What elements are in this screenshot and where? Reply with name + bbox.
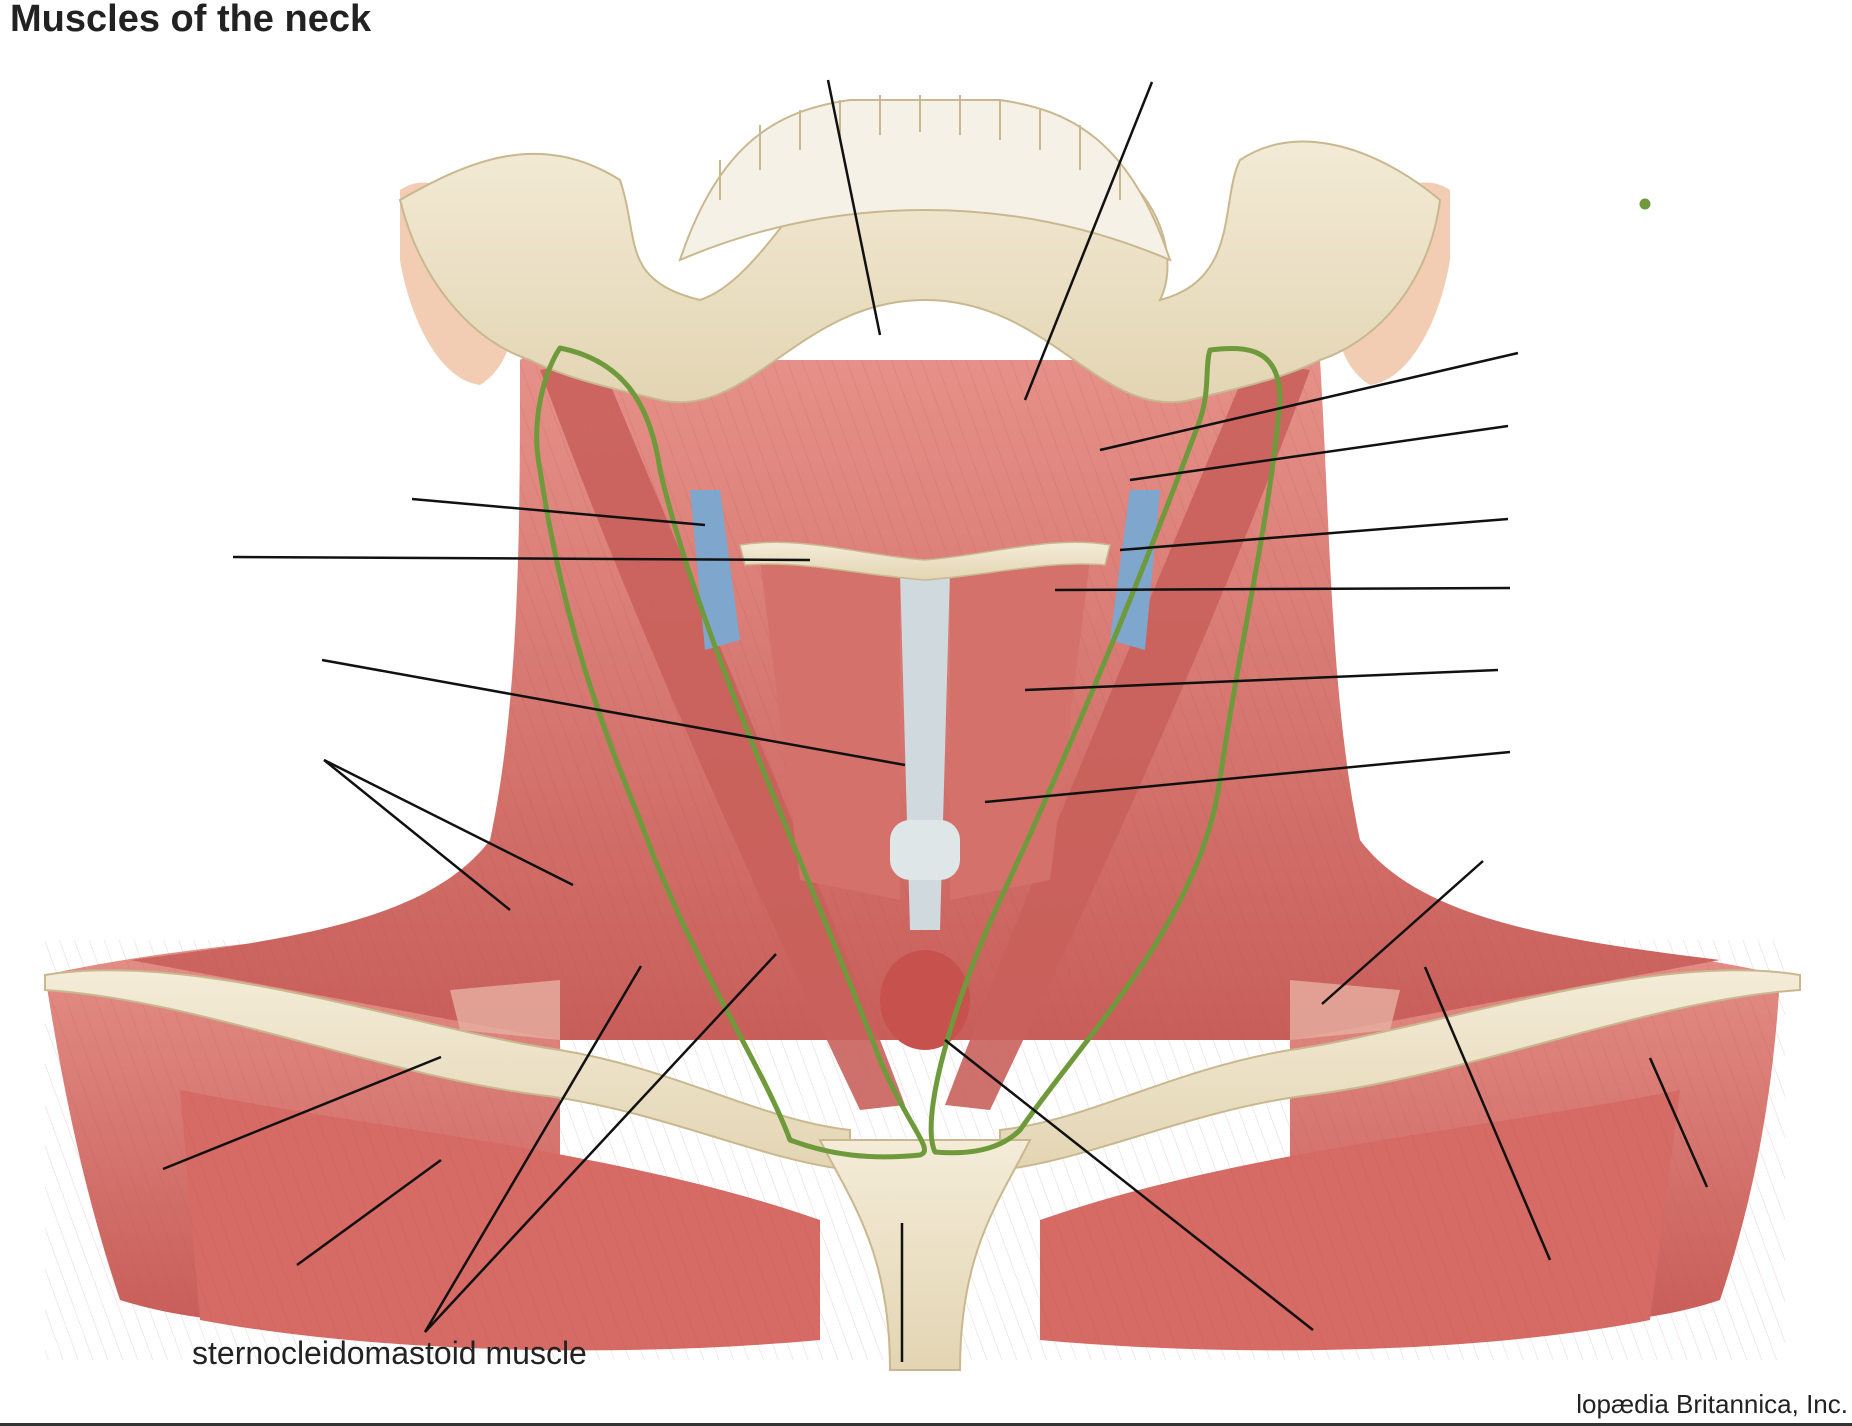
leader-line	[296, 1158, 442, 1267]
leader-line	[1024, 668, 1499, 692]
left-outline	[534, 345, 927, 1160]
leader-line	[1023, 81, 1154, 401]
clavicles-and-sternum	[44, 969, 1801, 1371]
leader-line	[1119, 517, 1509, 552]
leader-line	[323, 759, 511, 911]
green-dot	[1639, 198, 1651, 210]
mandible	[398, 95, 1442, 404]
green-outline-annotations	[534, 198, 1651, 1160]
leader-line	[1648, 1057, 1709, 1188]
leader-line	[984, 750, 1511, 804]
sternocleidomastoid-label: sternocleidomastoid muscle	[192, 1335, 587, 1371]
trachea-and-vessels	[690, 490, 1160, 1050]
leader-line	[162, 1055, 442, 1171]
bottom-divider	[0, 1423, 1852, 1426]
leader-line	[1099, 351, 1519, 452]
leader-line	[1054, 586, 1511, 592]
leader-line	[321, 658, 906, 767]
page-title: Muscles of the neck	[10, 0, 372, 40]
leader-line	[423, 965, 643, 1333]
leader-line	[944, 1039, 1314, 1331]
hyoid-bone	[739, 541, 1111, 581]
leader-line	[1423, 966, 1552, 1261]
leader-line	[1321, 860, 1484, 1005]
leader-line	[424, 953, 777, 1333]
leader-line	[826, 79, 882, 336]
leader-line	[1129, 424, 1509, 482]
leader-lines	[162, 79, 1709, 1362]
right-outline	[928, 345, 1283, 1156]
leader-line	[323, 758, 574, 887]
leader-line	[411, 497, 706, 527]
leader-line	[232, 555, 811, 562]
credit-line: lopædia Britannica, Inc.	[1576, 1389, 1848, 1419]
